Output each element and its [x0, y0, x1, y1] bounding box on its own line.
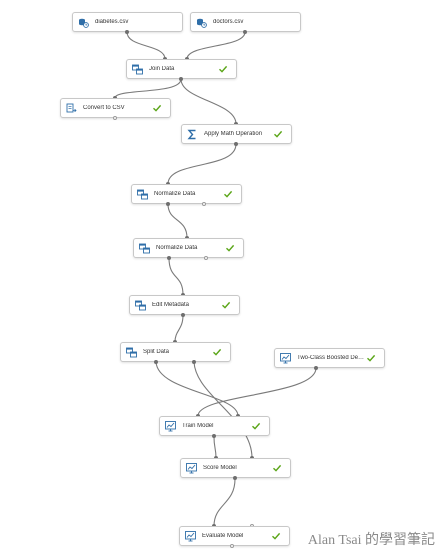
connection-wire	[197, 367, 317, 417]
module-diabetes-csv[interactable]: diabetes.csv	[72, 12, 183, 32]
module-label: Join Data	[149, 66, 175, 72]
algorithm-icon	[165, 420, 176, 431]
module-icon	[139, 243, 150, 253]
output-port[interactable]	[204, 256, 208, 260]
check-icon	[274, 130, 283, 138]
check-icon	[272, 532, 281, 540]
module-label: Two-Class Boosted Decision...	[297, 355, 366, 361]
watermark: Alan Tsai 的學習筆記	[307, 533, 435, 548]
module-doctors-csv[interactable]: doctors.csv	[190, 12, 301, 32]
module-label: Score Model	[203, 465, 237, 471]
check-icon	[213, 348, 222, 356]
output-port[interactable]	[125, 30, 129, 34]
connection-wire	[174, 314, 184, 343]
module-evaluate-model[interactable]: Evaluate Model	[179, 526, 290, 546]
connection-wire	[180, 78, 237, 125]
module-icon	[132, 64, 143, 74]
output-port[interactable]	[113, 116, 117, 120]
connection-wire	[126, 31, 166, 60]
module-train-model[interactable]: Train Model	[159, 416, 270, 436]
module-label: Split Data	[143, 349, 170, 355]
module-join-data[interactable]: Join Data	[126, 59, 237, 79]
check-icon	[219, 65, 228, 73]
algorithm-icon	[185, 530, 196, 541]
check-icon	[224, 190, 233, 198]
module-convert-to-csv[interactable]: Convert to CSV	[60, 98, 171, 118]
output-port[interactable]	[234, 142, 238, 146]
module-score-model[interactable]: Score Model	[180, 458, 291, 478]
module-label: doctors.csv	[213, 19, 244, 25]
module-icon	[135, 300, 146, 310]
connection-wire	[167, 203, 188, 239]
check-icon	[226, 244, 235, 252]
check-icon	[273, 464, 282, 472]
output-port[interactable]	[166, 202, 170, 206]
algorithm-icon	[280, 352, 291, 363]
output-port[interactable]	[233, 476, 237, 480]
module-normalize-data[interactable]: Normalize Data	[133, 238, 244, 258]
connection-wire	[193, 361, 253, 459]
module-label: Normalize Data	[154, 191, 196, 197]
connection-wire	[213, 478, 236, 527]
module-label: Edit Metadata	[152, 302, 190, 308]
module-label: Normalize Data	[156, 245, 198, 251]
module-split-data[interactable]: Split Data	[120, 342, 231, 362]
dataset-icon	[197, 18, 207, 28]
connection-wire	[186, 31, 246, 60]
connection-wire	[213, 436, 217, 459]
module-icon	[137, 189, 148, 199]
module-two-class-boosted-decision-tree[interactable]: Two-Class Boosted Decision...	[274, 348, 385, 368]
connection-wire	[167, 143, 237, 185]
module-label: Train Model	[182, 423, 214, 429]
output-port[interactable]	[243, 30, 247, 34]
output-port[interactable]	[202, 202, 206, 206]
module-label: Evaluate Model	[202, 533, 244, 539]
check-icon	[252, 422, 261, 430]
check-icon	[153, 104, 162, 112]
convert-icon	[66, 103, 77, 112]
check-icon	[222, 301, 231, 309]
connection-wire	[114, 78, 182, 99]
algorithm-icon	[186, 462, 197, 473]
module-icon	[126, 347, 137, 357]
output-port[interactable]	[154, 360, 158, 364]
module-apply-math-operation[interactable]: Apply Math Operation	[181, 124, 292, 144]
output-port[interactable]	[230, 544, 234, 548]
module-label: diabetes.csv	[95, 19, 129, 25]
check-icon	[367, 354, 376, 362]
sigma-icon	[187, 129, 196, 139]
output-port[interactable]	[212, 434, 216, 438]
module-label: Convert to CSV	[83, 105, 125, 111]
dataset-icon	[79, 18, 89, 28]
output-port[interactable]	[181, 313, 185, 317]
module-normalize-data[interactable]: Normalize Data	[131, 184, 242, 204]
output-port[interactable]	[192, 360, 196, 364]
connection-wire	[168, 257, 184, 296]
module-edit-metadata[interactable]: Edit Metadata	[129, 295, 240, 315]
connection-wire	[155, 361, 239, 417]
module-label: Apply Math Operation	[204, 131, 263, 137]
output-port[interactable]	[314, 366, 318, 370]
output-port[interactable]	[179, 77, 183, 81]
output-port[interactable]	[167, 256, 171, 260]
